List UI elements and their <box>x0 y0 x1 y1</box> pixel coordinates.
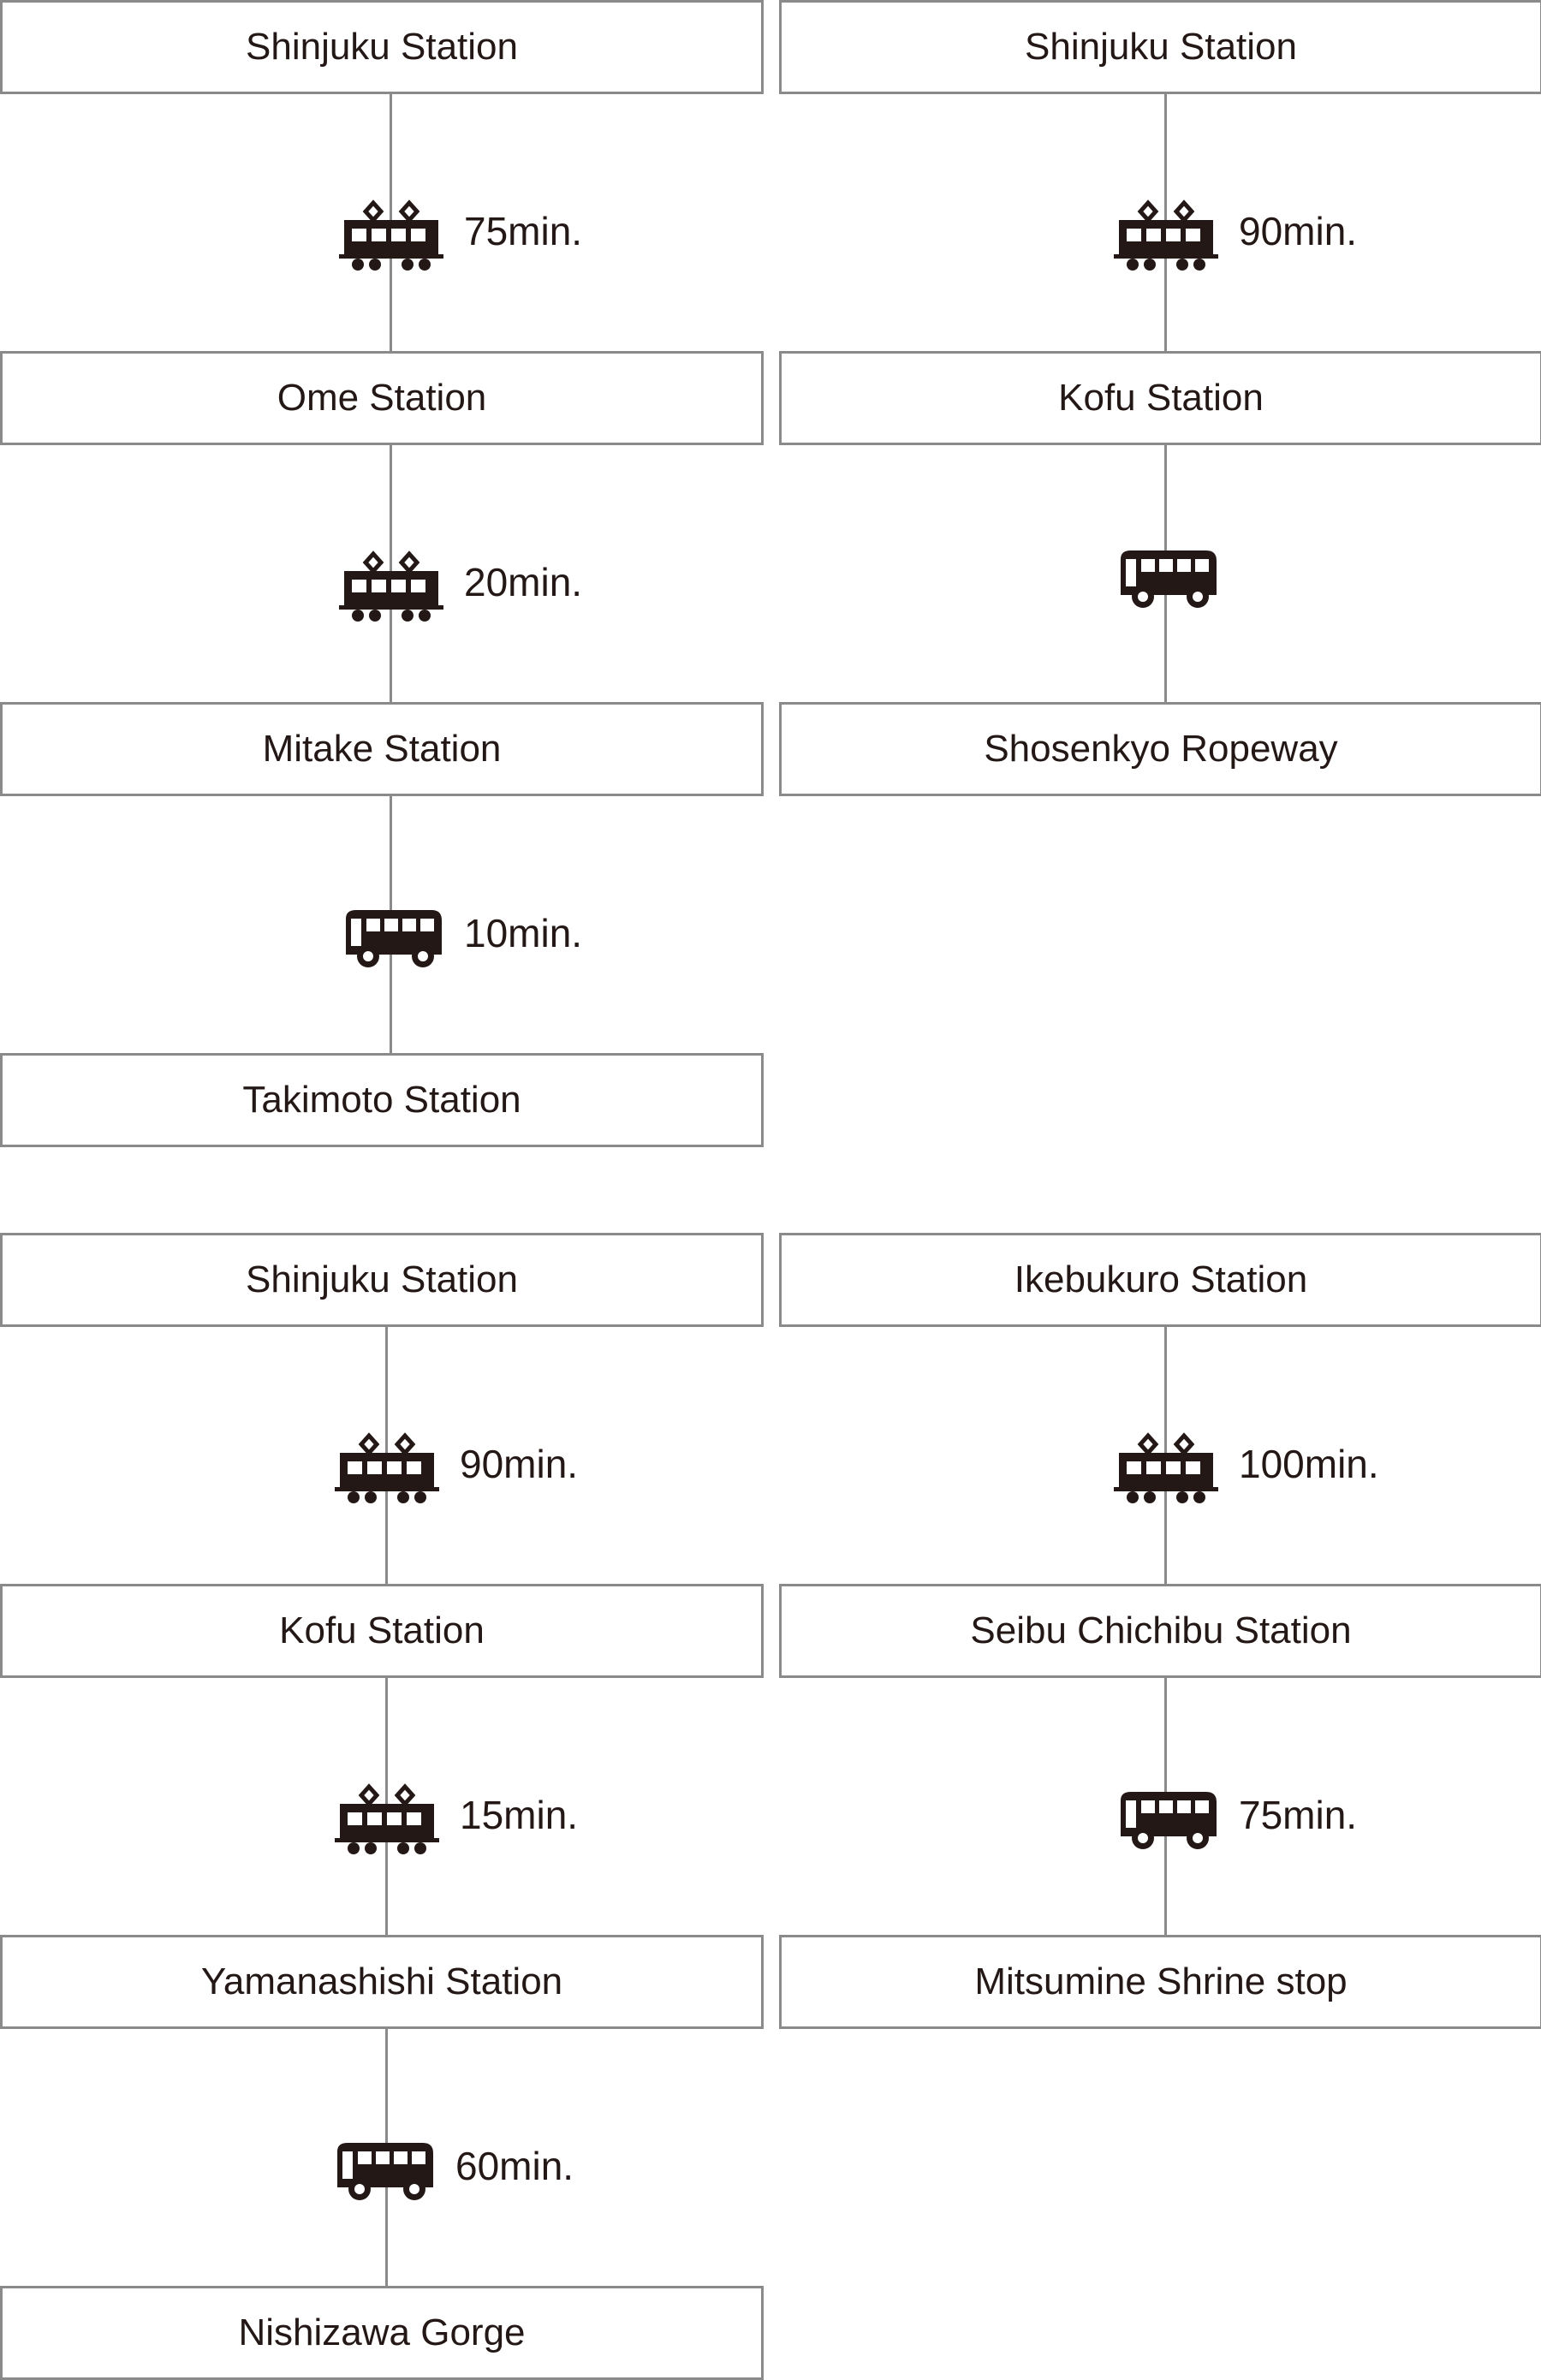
stop-box: Mitsumine Shrine stop <box>779 1935 1541 2029</box>
train-icon <box>1110 184 1222 278</box>
stop-label: Ikebukuro Station <box>1014 1258 1308 1300</box>
stop-box: Seibu Chichibu Station <box>779 1584 1541 1678</box>
travel-time: 90min. <box>1239 209 1358 253</box>
bus-icon <box>327 2119 438 2213</box>
stop-box: Ikebukuro Station <box>779 1233 1541 1327</box>
stop-label: Mitsumine Shrine stop <box>974 1961 1348 2002</box>
transit-leg: 90min. <box>1110 184 1357 278</box>
bus-icon <box>1110 527 1222 621</box>
stop-box: Kofu Station <box>0 1584 764 1678</box>
bus-icon <box>1110 1768 1222 1862</box>
transit-leg: 75min. <box>336 184 582 278</box>
transit-leg: 60min. <box>327 2119 574 2213</box>
train-icon <box>336 184 447 278</box>
stop-label: Kofu Station <box>1058 377 1264 419</box>
stop-label: Ome Station <box>277 377 487 419</box>
transit-leg: 15min. <box>331 1768 578 1862</box>
transit-leg: 75min. <box>1110 1768 1357 1862</box>
transit-leg: 20min. <box>336 535 582 629</box>
train-icon <box>331 1768 443 1862</box>
travel-time: 10min. <box>464 911 583 955</box>
stop-box: Mitake Station <box>0 702 764 796</box>
stop-label: Shinjuku Station <box>1025 26 1297 68</box>
train-icon <box>331 1417 443 1511</box>
stop-label: Shosenkyo Ropeway <box>984 728 1338 770</box>
stop-box: Takimoto Station <box>0 1053 764 1147</box>
stop-box: Yamanashishi Station <box>0 1935 764 2029</box>
transit-leg: 100min. <box>1110 1417 1379 1511</box>
transit-leg: 10min. <box>336 886 582 980</box>
bus-icon <box>336 886 447 980</box>
travel-time: 90min. <box>460 1442 579 1486</box>
travel-time: 20min. <box>464 560 583 604</box>
transit-leg <box>1110 527 1239 621</box>
train-icon <box>1110 1417 1222 1511</box>
travel-time: 15min. <box>460 1793 579 1837</box>
travel-time: 75min. <box>464 209 583 253</box>
stop-box: Shinjuku Station <box>0 1233 764 1327</box>
stop-label: Seibu Chichibu Station <box>970 1609 1352 1651</box>
stop-label: Shinjuku Station <box>246 26 518 68</box>
stop-label: Nishizawa Gorge <box>238 2312 526 2353</box>
stop-box: Ome Station <box>0 351 764 445</box>
stop-box: Nishizawa Gorge <box>0 2286 764 2380</box>
travel-time: 60min. <box>455 2144 574 2188</box>
transit-leg: 90min. <box>331 1417 578 1511</box>
train-icon <box>336 535 447 629</box>
travel-time: 100min. <box>1239 1442 1379 1486</box>
stop-label: Shinjuku Station <box>246 1258 518 1300</box>
travel-time: 75min. <box>1239 1793 1358 1837</box>
stop-label: Mitake Station <box>262 728 502 770</box>
stop-label: Kofu Station <box>279 1609 485 1651</box>
stop-box: Shinjuku Station <box>779 0 1541 94</box>
stop-label: Yamanashishi Station <box>200 1961 563 2002</box>
stop-label: Takimoto Station <box>242 1079 521 1121</box>
stop-box: Shinjuku Station <box>0 0 764 94</box>
stop-box: Shosenkyo Ropeway <box>779 702 1541 796</box>
stop-box: Kofu Station <box>779 351 1541 445</box>
